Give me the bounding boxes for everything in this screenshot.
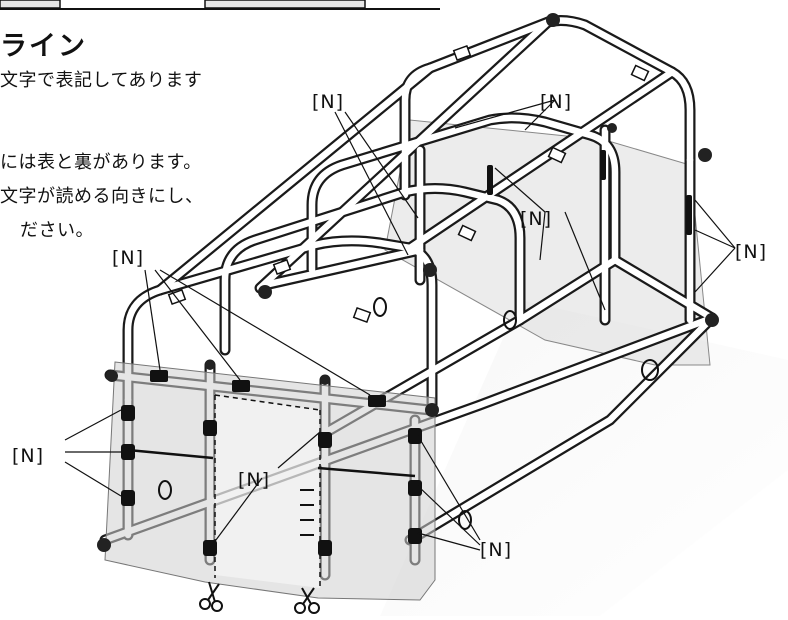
- callout-label: [N]: [238, 469, 270, 491]
- scissors-icon: [294, 587, 320, 614]
- velcro-ties: [121, 150, 692, 556]
- tube-end-caps: [97, 13, 719, 552]
- cover-straps: [127, 448, 416, 478]
- instruction-line: ださい。: [20, 220, 94, 241]
- scissors-icon: [199, 581, 223, 612]
- callout-label: [N]: [735, 241, 767, 263]
- callout-label: [N]: [312, 91, 344, 113]
- door-opening: [214, 394, 321, 590]
- instruction-line: 文字が読める向きにし、: [0, 186, 204, 207]
- roof-tapes: [167, 44, 650, 324]
- leader-lines: [64, 99, 736, 551]
- callout-label: [N]: [112, 247, 144, 269]
- top-strip: [0, 0, 440, 10]
- instruction-line: 文字で表記してあります: [0, 70, 203, 91]
- callout-label: [N]: [12, 445, 44, 467]
- callout-label: [N]: [480, 539, 512, 561]
- clips: [158, 297, 659, 536]
- callout-label: [N]: [520, 208, 552, 230]
- callout-label: [N]: [540, 91, 572, 113]
- section-heading: ライン: [0, 31, 87, 62]
- front-cover-panel: [104, 361, 436, 601]
- instruction-line: には表と裏があります。: [0, 152, 202, 173]
